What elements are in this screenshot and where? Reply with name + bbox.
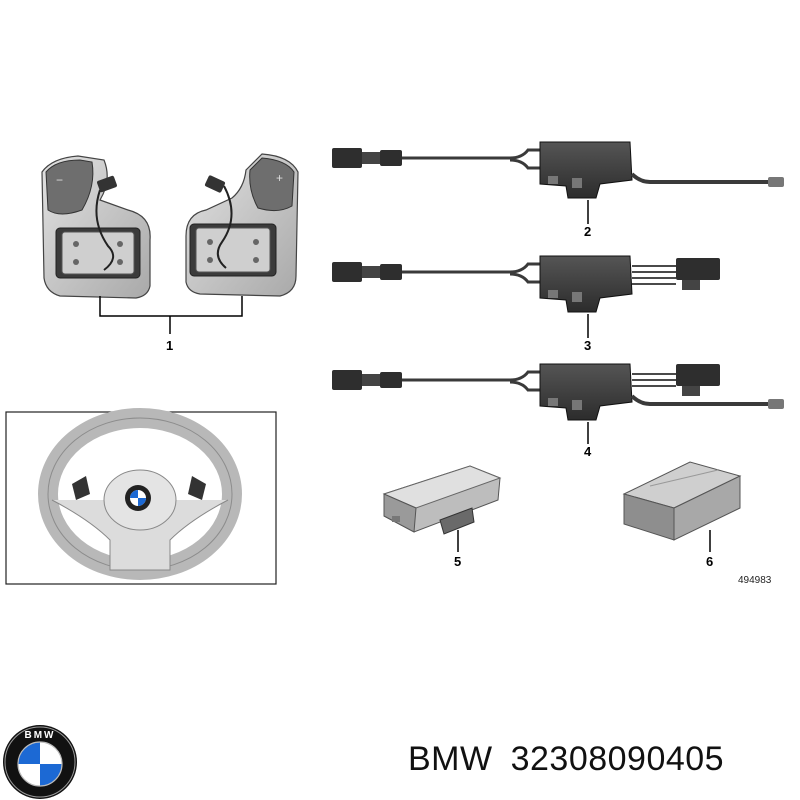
callout-1: 1 [166, 338, 173, 353]
wiring-harness-2 [332, 141, 784, 199]
callout-3: 3 [584, 338, 591, 353]
svg-text:+: + [276, 171, 283, 185]
paddle-switch-right: + [185, 153, 299, 297]
bracket-line-1 [99, 296, 243, 334]
control-module-5 [382, 465, 502, 535]
callout-4: 4 [584, 444, 592, 459]
wiring-harness-3 [332, 255, 720, 313]
drawing-number: 494983 [738, 575, 772, 586]
callout-6: 6 [706, 554, 713, 569]
part-number: 32308090405 [510, 740, 725, 778]
bmw-logo-letters: BMW [25, 730, 56, 741]
callout-5: 5 [454, 554, 461, 569]
callout-2: 2 [584, 224, 591, 239]
part-caption: BMW 32308090405 [408, 740, 724, 779]
svg-text:−: − [56, 173, 63, 187]
paddle-switch-left: − [41, 155, 151, 299]
box-icon [622, 461, 742, 541]
wiring-harness-4 [332, 363, 784, 421]
bmw-logo-icon: BMW [3, 725, 77, 799]
steering-wheel-icon [38, 408, 242, 580]
brand-name: BMW [408, 740, 493, 778]
